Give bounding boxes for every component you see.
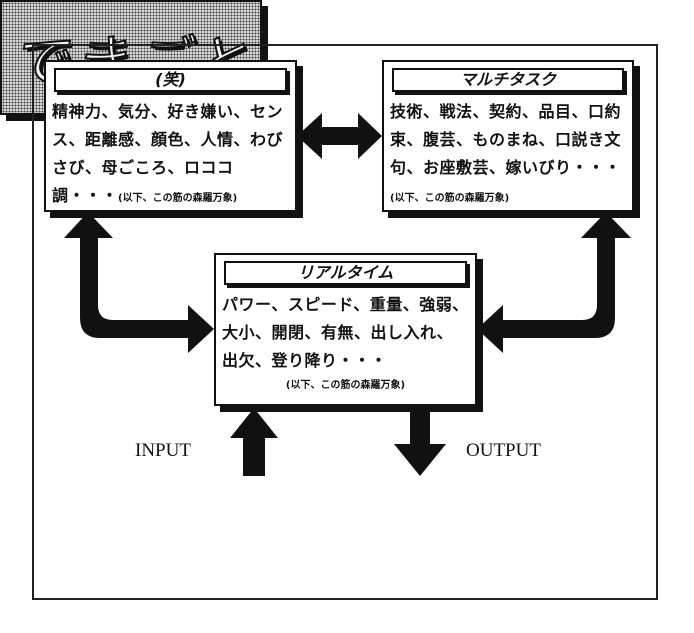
warai-box: (笑) 精神力、気分、好き嫌い、センス、距離感、顔色、人情、わびさび、母ごころ、…	[44, 60, 297, 212]
elbow-arrow-left	[64, 212, 214, 353]
multitask-items: 技術、戦法、契約、品目、口約束、腹芸、ものまね、口説き文句、お座敷芸、嫁いびり・…	[390, 102, 622, 177]
output-arrow	[394, 406, 446, 476]
multitask-title: マルチタスク	[392, 68, 624, 92]
warai-items: 精神力、気分、好き嫌い、センス、距離感、顔色、人情、わびさび、母ごころ、ロココ調…	[52, 102, 284, 205]
double-arrow-top	[297, 113, 382, 159]
realtime-title: リアルタイム	[224, 261, 467, 285]
input-label: INPUT	[135, 440, 191, 461]
elbow-arrow-right	[477, 212, 631, 353]
warai-title: (笑)	[54, 68, 287, 92]
multitask-text: 技術、戦法、契約、品目、口約束、腹芸、ものまね、口説き文句、お座敷芸、嫁いびり・…	[390, 98, 626, 213]
output-label: OUTPUT	[466, 440, 541, 461]
realtime-items: パワー、スピード、重量、強弱、大小、開閉、有無、出し入れ、出欠、登り降り・・・	[222, 295, 469, 370]
realtime-text: パワー、スピード、重量、強弱、大小、開閉、有無、出し入れ、出欠、登り降り・・・	[222, 291, 469, 375]
realtime-note: (以下、この筋の森羅万象)	[285, 380, 406, 391]
multitask-box: マルチタスク 技術、戦法、契約、品目、口約束、腹芸、ものまね、口説き文句、お座敷…	[382, 60, 634, 212]
multitask-note: (以下、この筋の森羅万象)	[390, 193, 510, 204]
warai-note: (以下、この筋の森羅万象)	[118, 193, 238, 204]
realtime-box: リアルタイム パワー、スピード、重量、強弱、大小、開閉、有無、出し入れ、出欠、登…	[214, 253, 477, 406]
input-arrow	[230, 408, 278, 476]
warai-text: 精神力、気分、好き嫌い、センス、距離感、顔色、人情、わびさび、母ごころ、ロココ調…	[52, 98, 289, 213]
diagram-frame	[32, 44, 658, 600]
